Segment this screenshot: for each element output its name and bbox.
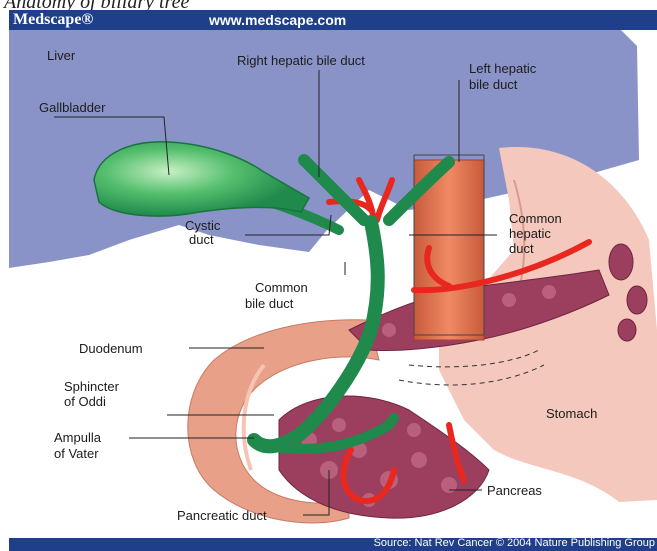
label-right-hepatic-bile-duct: Right hepatic bile duct [237,53,365,68]
label-common-hepatic-line2: hepatic [509,226,551,241]
footer-bar: Source: Nat Rev Cancer © 2004 Nature Pub… [9,538,657,551]
label-ampulla-line1: Ampulla [54,430,102,445]
biliary-anatomy-illustration: Liver Right hepatic bile duct Left hepat… [9,30,657,538]
header-bar: Medscape® www.medscape.com [9,10,657,30]
label-left-hepatic-line1: Left hepatic [469,61,537,76]
label-common-hepatic-line3: duct [509,241,534,256]
label-gallbladder: Gallbladder [39,100,106,115]
label-left-hepatic-line2: bile duct [469,77,518,92]
label-duodenum: Duodenum [79,341,143,356]
label-cystic-line1: Cystic [185,218,221,233]
label-cystic-line2: duct [189,232,214,247]
label-common-hepatic-line1: Common [509,211,562,226]
label-sphincter-line1: Sphincter [64,379,120,394]
label-common-bile-line2: bile duct [245,296,294,311]
medscape-logo: Medscape® [13,11,93,29]
label-stomach: Stomach [546,406,597,421]
source-credit: Source: Nat Rev Cancer © 2004 Nature Pub… [374,537,655,549]
header-url: www.medscape.com [209,12,346,28]
label-sphincter-line2: of Oddi [64,394,106,409]
label-pancreatic-duct: Pancreatic duct [177,508,267,523]
label-ampulla-line2: of Vater [54,446,99,461]
label-liver: Liver [47,48,76,63]
label-common-bile-line1: Common [255,280,308,295]
label-pancreas: Pancreas [487,483,542,498]
